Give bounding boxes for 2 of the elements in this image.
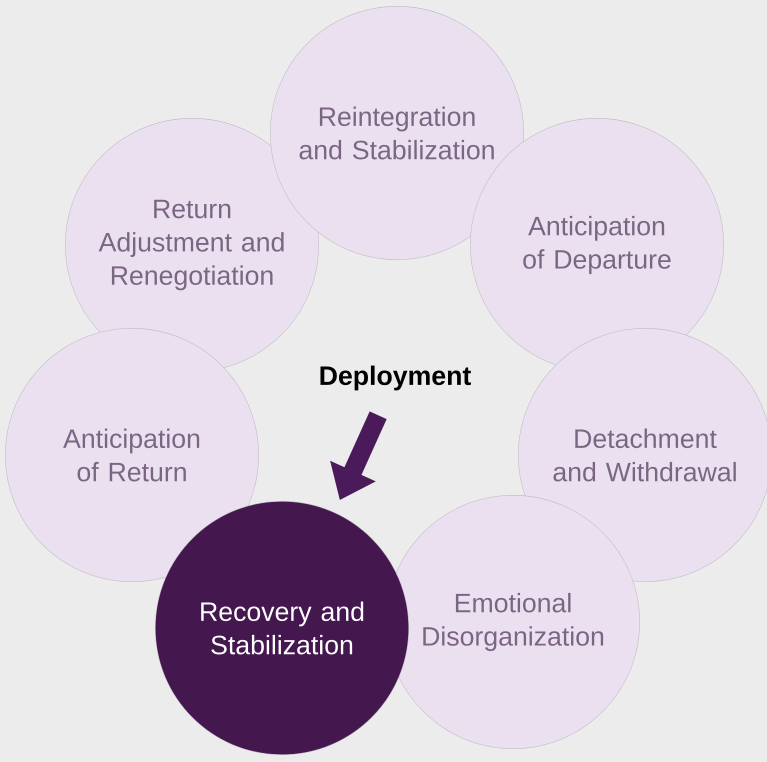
- node-label: Detachment and Withdrawal: [554, 428, 736, 482]
- center-label: Deployment: [320, 366, 471, 390]
